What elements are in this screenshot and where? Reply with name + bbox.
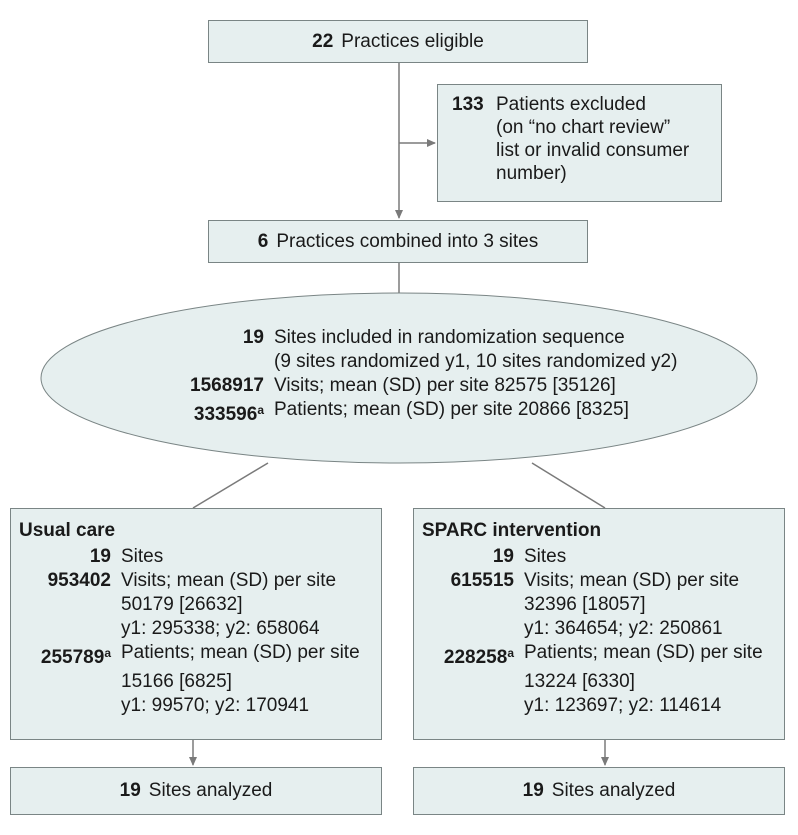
sparc-visits-count: 615515 (450, 570, 514, 591)
usual-sites-count: 19 (89, 546, 111, 567)
usual-visits-years: y1: 295338; y2: 658064 (121, 618, 320, 639)
excluded-box: 133 Patients excluded (on “no chart revi… (437, 84, 722, 202)
sparc-visits-label: Visits; mean (SD) per site (524, 570, 740, 591)
combined-count: 6 (257, 230, 269, 252)
ellipse-shape (40, 292, 758, 464)
eligible-box: 22 Practices eligible (208, 20, 588, 63)
randomization-ellipse: 19 Sites included in randomization seque… (40, 292, 758, 464)
sparc-visits-mean: 32396 [18057] (524, 594, 646, 615)
excluded-line-4: number) (496, 163, 567, 184)
rand-visits-count: 1568917 (190, 375, 264, 396)
eligible-count: 22 (312, 30, 334, 52)
excluded-line-1: Patients excluded (496, 94, 646, 115)
usual-care-title: Usual care (19, 520, 116, 541)
usual-visits-count: 953402 (47, 570, 111, 591)
combined-box: 6 Practices combined into 3 sites (208, 220, 588, 263)
usual-analyzed-box: 19 Sites analyzed (10, 767, 382, 815)
usual-analyzed-count: 19 (119, 780, 141, 801)
line-ellipse-to-usual (192, 462, 269, 509)
usual-patients-label: Patients; mean (SD) per site (121, 642, 360, 663)
sparc-patients-mean: 13224 [6330] (524, 671, 635, 692)
sparc-patients-years: y1: 123697; y2: 114614 (524, 695, 722, 716)
sparc-visits-years: y1: 364654; y2: 250861 (524, 618, 723, 639)
usual-care-box: Usual care 19 Sites 953402 Visits; mean … (10, 508, 382, 740)
eligible-label: Practices eligible (341, 30, 484, 52)
sparc-analyzed-count: 19 (522, 780, 544, 801)
rand-visits-label: Visits; mean (SD) per site 82575 [35126] (274, 375, 616, 396)
usual-patients-mean: 15166 [6825] (121, 671, 232, 692)
sparc-sites-label: Sites (524, 546, 567, 567)
usual-patients-count: 255789 (40, 647, 105, 668)
sparc-title: SPARC intervention (422, 520, 602, 541)
rand-patients-label: Patients; mean (SD) per site 20866 [8325… (274, 399, 629, 420)
sparc-box: SPARC intervention 19 Sites 615515 Visit… (413, 508, 785, 740)
line-ellipse-to-sparc (531, 462, 606, 509)
sparc-analyzed-label: Sites analyzed (551, 780, 676, 801)
sparc-patients-count: 228258 (443, 647, 508, 668)
rand-patients-count: 333596 (193, 404, 258, 425)
rand-patients-footnote: a (257, 403, 264, 417)
usual-patients-years: y1: 99570; y2: 170941 (121, 695, 310, 716)
usual-visits-label: Visits; mean (SD) per site (121, 570, 337, 591)
usual-patients-footnote: a (104, 646, 111, 660)
sparc-analyzed-box: 19 Sites analyzed (413, 767, 785, 815)
excluded-line-2: (on “no chart review” (496, 117, 671, 138)
sparc-patients-footnote: a (507, 646, 514, 660)
excluded-count: 133 (452, 94, 484, 115)
combined-label: Practices combined into 3 sites (276, 230, 539, 252)
sparc-sites-count: 19 (492, 546, 514, 567)
usual-visits-mean: 50179 [26632] (121, 594, 243, 615)
excluded-line-3: list or invalid consumer (496, 140, 690, 161)
usual-analyzed-label: Sites analyzed (148, 780, 273, 801)
rand-sites-count: 19 (242, 327, 264, 348)
rand-sites-note: (9 sites randomized y1, 10 sites randomi… (274, 351, 678, 372)
sparc-patients-label: Patients; mean (SD) per site (524, 642, 763, 663)
usual-sites-label: Sites (121, 546, 164, 567)
rand-sites-label: Sites included in randomization sequence (274, 327, 625, 348)
